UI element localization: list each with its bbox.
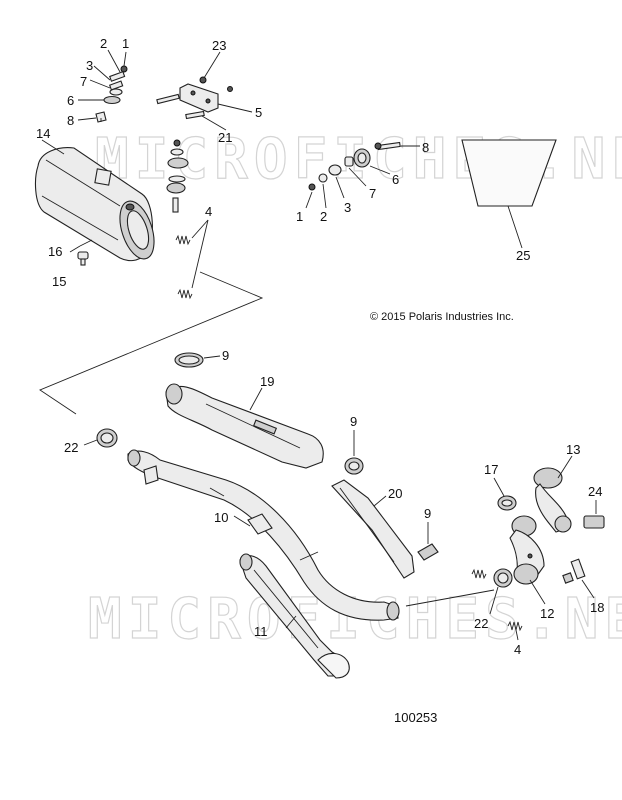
head-pipe-part-10 xyxy=(127,449,400,621)
callout-20: 20 xyxy=(388,486,402,501)
callout-22-left: 22 xyxy=(64,440,78,455)
callout-5: 5 xyxy=(255,105,262,120)
gasket-part-17 xyxy=(497,495,517,511)
hardware-row-right xyxy=(308,141,401,191)
callout-24: 24 xyxy=(588,484,602,499)
pipe-part-11 xyxy=(239,553,350,679)
callout-9-right: 9 xyxy=(424,506,431,521)
clamp-part-9-middle xyxy=(344,457,364,475)
clamp-part-9-right xyxy=(417,543,439,561)
callout-1-upper: 1 xyxy=(122,36,129,51)
callout-9-middle: 9 xyxy=(350,414,357,429)
clamp-part-9-top xyxy=(174,352,204,368)
callout-3-right: 3 xyxy=(344,200,351,215)
diagram-id: 100253 xyxy=(394,710,437,725)
callout-17: 17 xyxy=(484,462,498,477)
callout-1-right: 1 xyxy=(296,209,303,224)
elbow-pipe-part-12 xyxy=(509,515,545,585)
callout-4-lower: 4 xyxy=(514,642,521,657)
callout-19: 19 xyxy=(260,374,274,389)
callout-8-right: 8 xyxy=(422,140,429,155)
sensor-part-18 xyxy=(562,558,586,584)
callout-22-right: 22 xyxy=(474,616,488,631)
callout-25: 25 xyxy=(516,248,530,263)
spring-part-4-upper xyxy=(175,234,193,300)
fasteners-16-15 xyxy=(77,239,93,266)
callout-15: 15 xyxy=(52,274,66,289)
watermark-bottom: MICROFICHES.NET xyxy=(88,587,622,652)
callout-4-upper: 4 xyxy=(205,204,212,219)
callout-11: 11 xyxy=(254,624,268,639)
callout-6-right: 6 xyxy=(392,172,399,187)
grommet-stack xyxy=(166,139,189,213)
pipe-part-19 xyxy=(165,383,324,469)
callout-12: 12 xyxy=(540,606,554,621)
callout-9-top: 9 xyxy=(222,348,229,363)
callout-2-upper: 2 xyxy=(100,36,107,51)
callout-6-upper: 6 xyxy=(67,93,74,108)
callout-23: 23 xyxy=(212,38,226,53)
callout-14: 14 xyxy=(36,126,50,141)
heat-shield-part-25 xyxy=(461,139,557,207)
callout-8-upper: 8 xyxy=(67,113,74,128)
muffler-part-14 xyxy=(34,147,155,262)
callout-10: 10 xyxy=(214,510,228,525)
hardware-stack-upper-left xyxy=(95,65,128,123)
callout-7-upper: 7 xyxy=(80,74,87,89)
callout-3-upper: 3 xyxy=(86,58,93,73)
callout-13: 13 xyxy=(566,442,580,457)
pipe-part-20 xyxy=(331,479,415,579)
callout-2-right: 2 xyxy=(320,209,327,224)
spring-part-4-lower xyxy=(471,568,523,632)
manifold-pipe-part-13 xyxy=(533,467,572,533)
gasket-part-22-left xyxy=(96,428,118,448)
clip-part-24 xyxy=(583,515,605,529)
gasket-part-22-right xyxy=(493,568,513,588)
callout-7-right: 7 xyxy=(369,186,376,201)
copyright-text: © 2015 Polaris Industries Inc. xyxy=(370,311,514,323)
callout-16: 16 xyxy=(48,244,62,259)
mounting-bracket-part-5 xyxy=(156,76,233,120)
callout-21: 21 xyxy=(218,130,232,145)
callout-18: 18 xyxy=(590,600,604,615)
